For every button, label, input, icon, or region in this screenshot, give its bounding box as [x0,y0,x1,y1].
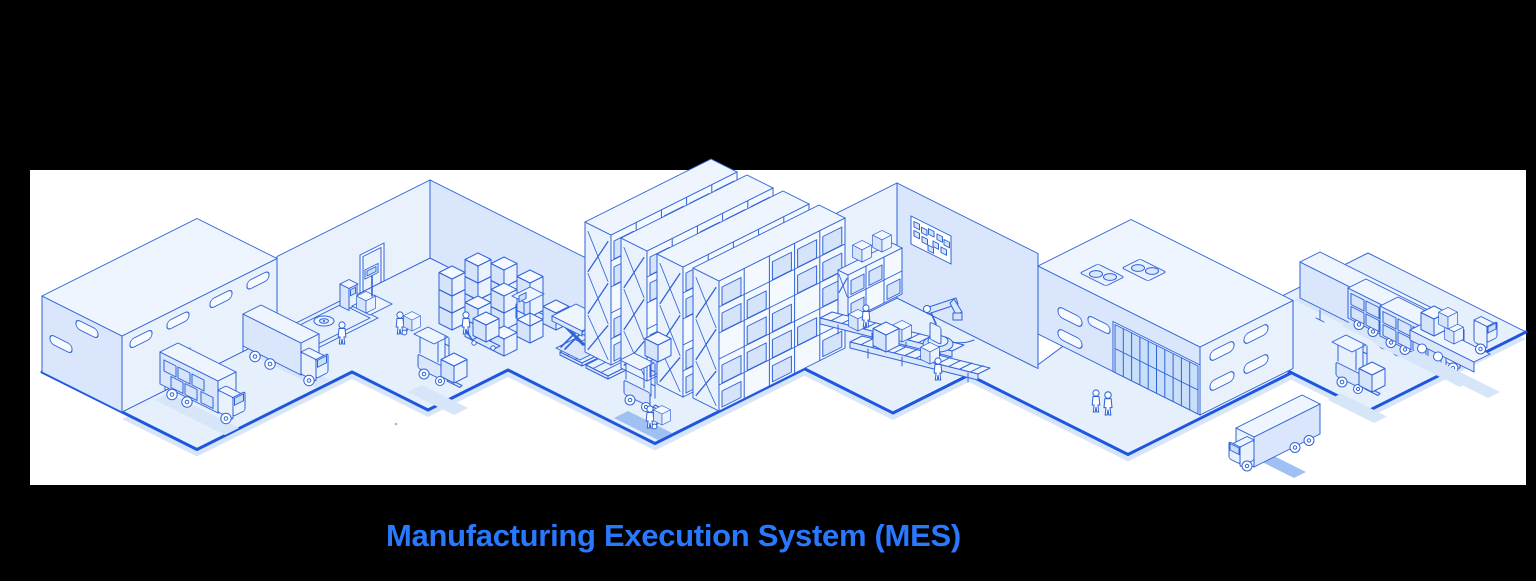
platform-scale [351,262,393,316]
gate-worker-1 [1091,389,1101,413]
receiving-warehouse [41,218,330,435]
glass-gate [1112,320,1201,416]
scale-operator [337,321,347,345]
robotic-arm [922,297,975,353]
conveyor-lower [849,321,991,383]
pallet-racking [584,158,846,440]
kiosk [339,279,359,312]
laptop-desk [511,286,545,326]
receiving-roof [41,218,278,337]
shipping-face-left [1037,265,1201,416]
forklift-yard [1328,334,1387,423]
truck-docked [242,304,330,387]
page-title: Manufacturing Execution System (MES) [386,518,961,553]
outbound-yard [1294,251,1500,423]
pallet-jack [461,311,501,351]
reach-truck [614,331,672,440]
floor-speck [394,422,398,426]
production-line [819,230,991,383]
shipping-face-right [1199,299,1294,416]
kanban-board [910,215,952,265]
shipping-warehouse [1037,219,1294,416]
gate-worker-2 [1103,391,1113,416]
truck-open-cargo [155,342,246,435]
forklift-inbound [408,326,468,415]
operator-1 [861,304,871,328]
departing-truck [1228,394,1321,478]
operator-2 [933,357,943,381]
